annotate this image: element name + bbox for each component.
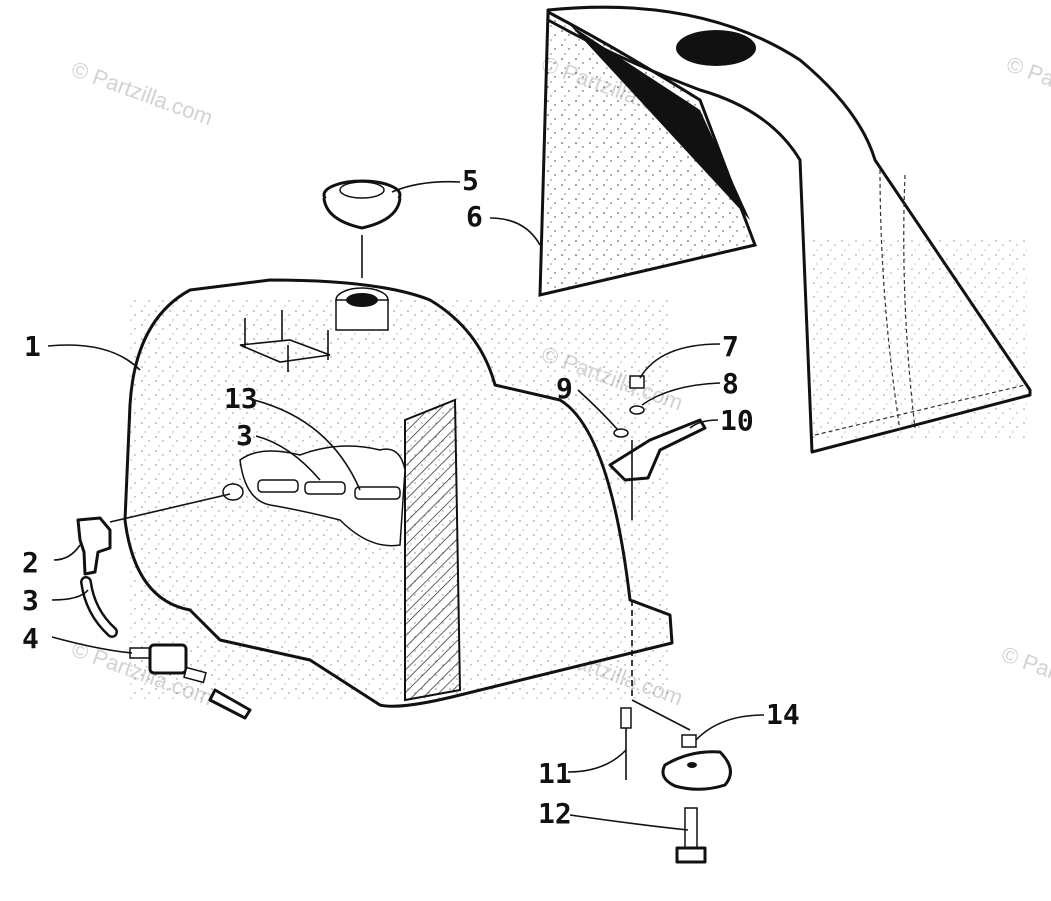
leader-lines [47, 180, 765, 831]
callout-9: 9 [556, 372, 573, 405]
callout-13: 13 [224, 382, 258, 415]
callout-10: 10 [720, 404, 754, 437]
callout-3-secondary: 3 [236, 419, 253, 452]
callout-12: 12 [538, 797, 572, 830]
callout-2: 2 [22, 546, 39, 579]
callout-11: 11 [538, 757, 572, 790]
fuel-hose-part [80, 576, 118, 638]
bolt-part [675, 807, 707, 864]
pin-part [620, 707, 632, 780]
callout-6: 6 [466, 200, 483, 233]
watermark-text: © Partzilla.com [68, 56, 216, 130]
elbow-fitting-part [76, 493, 231, 576]
filler-cap-part [322, 179, 402, 278]
callout-4: 4 [22, 622, 39, 655]
fuel-filter-part [129, 643, 252, 720]
callout-labels: 1 2 3 3 4 5 6 7 8 9 10 11 12 13 14 [22, 164, 800, 830]
mount-hardware-part [608, 375, 707, 731]
callout-7: 7 [722, 330, 739, 363]
callout-14: 14 [766, 698, 800, 731]
callout-8: 8 [722, 367, 739, 400]
callout-1: 1 [24, 330, 41, 363]
tank-cover-part [538, 5, 1032, 454]
fuel-tank-part [123, 278, 674, 708]
pad-part [661, 734, 732, 791]
watermark-text: © Partzilla.com [998, 641, 1051, 715]
watermark-text: © Partzilla.com [1003, 51, 1051, 125]
callout-3: 3 [22, 584, 39, 617]
callout-5: 5 [462, 164, 479, 197]
